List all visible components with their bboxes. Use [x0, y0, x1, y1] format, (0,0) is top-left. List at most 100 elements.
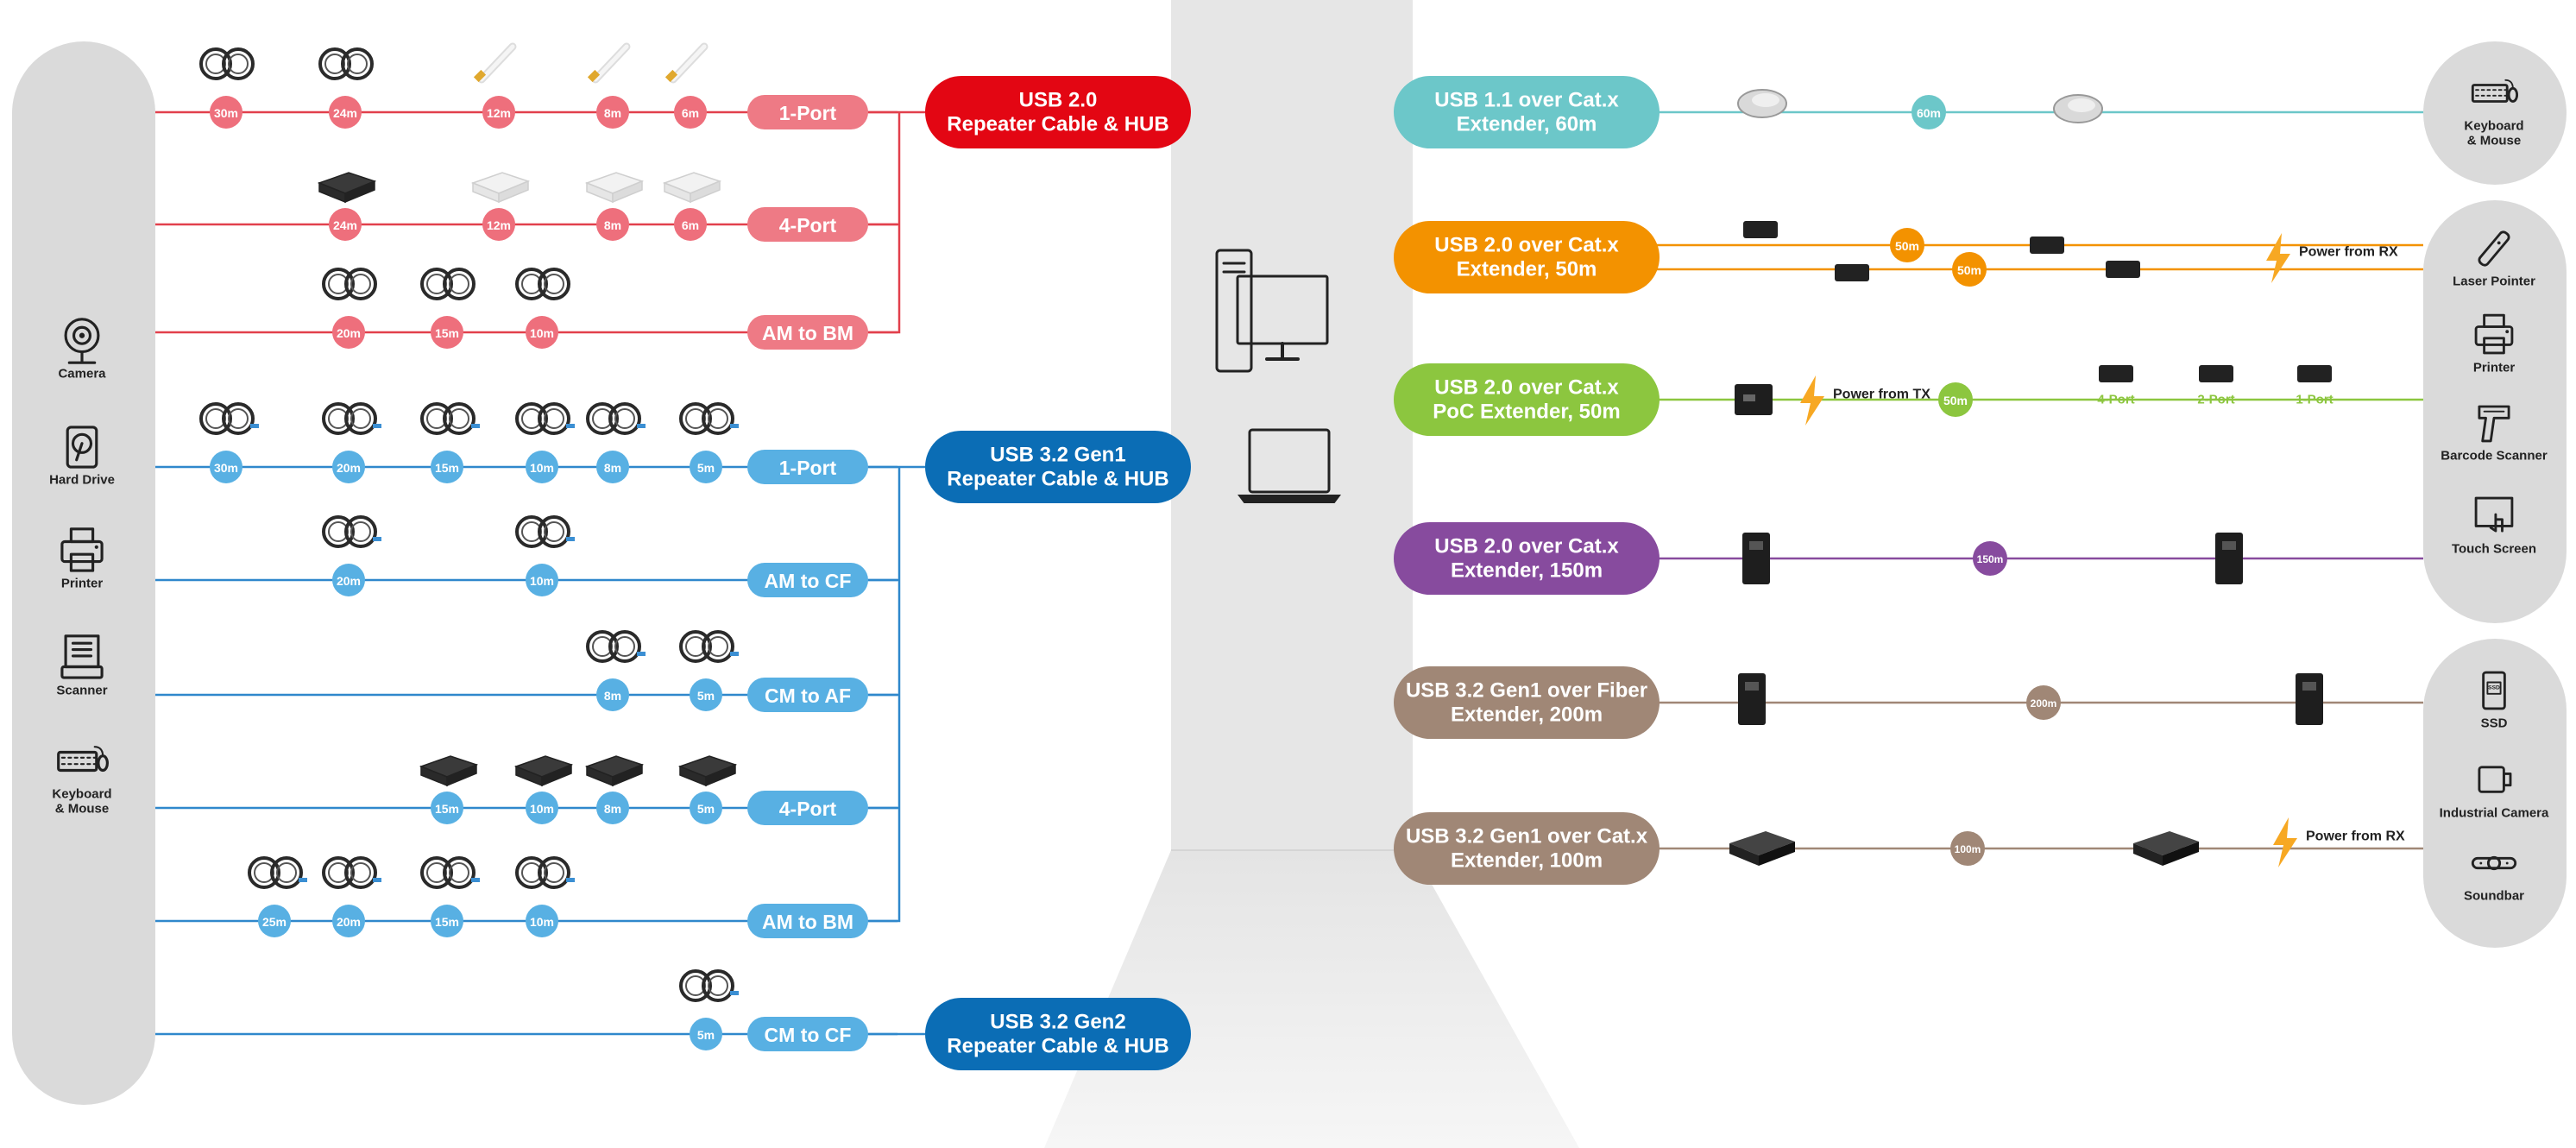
left-device-label: Hard Drive [49, 473, 115, 488]
distance-badge: 50m [1890, 228, 1924, 262]
length-badge: 8m [596, 208, 629, 241]
distance-badge: 60m [1912, 95, 1946, 129]
length-badge-text: 12m [487, 218, 511, 232]
length-badge-text: 30m [214, 461, 238, 475]
length-badge-text: 20m [337, 915, 361, 929]
length-badge-dot [596, 678, 629, 711]
extender-products [1743, 221, 2140, 281]
product-image [322, 268, 377, 300]
product-image [322, 856, 381, 889]
extender-title-line2: Extender, 100m [1451, 849, 1603, 873]
length-badge-dot [329, 96, 362, 129]
length-badge-text: 10m [530, 461, 554, 475]
cable-product [679, 630, 739, 663]
length-badge-dot [690, 1018, 722, 1050]
power-label: Power from RX [2299, 245, 2398, 260]
product-image [473, 42, 517, 84]
distance-badge: 50m [1952, 252, 1987, 287]
cable-type-pill-label: 4-Port [779, 214, 837, 237]
length-badge-dot [526, 451, 558, 483]
length-badge-dot [674, 208, 707, 241]
right-device-label-line: Touch Screen [2452, 542, 2536, 557]
length-badge: 20m [332, 905, 365, 937]
receiver-unit [2133, 831, 2199, 866]
length-badge-dot [596, 208, 629, 241]
distance-badge-dot [1912, 95, 1946, 129]
distance-badge-dot [1973, 541, 2007, 576]
length-badge-text: 15m [435, 326, 459, 340]
product-image [584, 172, 645, 204]
cable-type-pill-label: CM to CF [765, 1024, 852, 1046]
product-image [515, 856, 575, 889]
product-image [662, 172, 722, 204]
keyboard-mouse-icon [57, 746, 109, 773]
length-badge-dot [332, 905, 365, 937]
transmitter-unit [1743, 221, 1778, 238]
length-badge-text: 8m [604, 689, 621, 703]
cable-product [322, 515, 381, 548]
receiver-unit [2297, 365, 2332, 382]
length-badge: 10m [526, 792, 558, 824]
distance-badge-text: 100m [1955, 843, 1981, 855]
length-badge-dot [431, 451, 463, 483]
product-image [584, 755, 645, 787]
product-image [587, 42, 631, 84]
right-device-label-line: Industrial Camera [2440, 806, 2549, 821]
length-badge-dot [258, 905, 291, 937]
length-badge-text: 5m [697, 1028, 715, 1042]
left-device-scanner: Scanner [56, 634, 108, 698]
length-badge-text: 15m [435, 915, 459, 929]
family-title-line1: USB 3.2 Gen2 [990, 1011, 1125, 1034]
length-badge-text: 24m [333, 218, 357, 232]
length-badge-text: 20m [337, 326, 361, 340]
product-image [420, 402, 480, 435]
length-badge: 10m [526, 316, 558, 349]
right-device-label-line: Laser Pointer [2453, 274, 2535, 289]
cable-product [322, 856, 381, 889]
length-badge-dot [332, 316, 365, 349]
extender-title-bg [1394, 812, 1660, 885]
desktop-computer-icon [1215, 249, 1329, 373]
length-badge: 10m [526, 905, 558, 937]
length-badge: 5m [690, 792, 722, 824]
transmitter-unit [1835, 264, 1869, 281]
hub-product [513, 755, 574, 787]
length-badge: 5m [690, 678, 722, 711]
length-badge-dot [674, 96, 707, 129]
cable-product [420, 856, 480, 889]
cable-type-pill-bg [747, 1017, 868, 1051]
length-badge-dot [596, 792, 629, 824]
extender-title-line1: USB 2.0 over Cat.x [1434, 376, 1619, 400]
keyboard-mouse-icon [2471, 79, 2519, 103]
cable-product [679, 402, 739, 435]
cable-type-pill: 4-Port [747, 207, 868, 242]
transmitter-unit [1737, 89, 1787, 118]
family-title-bg [925, 431, 1191, 503]
left-device-printer: Printer [60, 527, 104, 591]
left-device-label-line: Printer [61, 577, 104, 591]
lightning-icon [2273, 817, 2297, 867]
length-badge: 12m [482, 208, 515, 241]
distance-badge-dot [1890, 228, 1924, 262]
family-title-line2: Repeater Cable & HUB [947, 1035, 1168, 1058]
right-device-label: SSD [2481, 716, 2508, 731]
right-device-printer: Printer [2473, 313, 2515, 375]
power-indicator: Power from RX [2266, 233, 2398, 283]
length-badge-dot [526, 905, 558, 937]
cable-type-pill: 4-Port [747, 791, 868, 825]
length-badge-dot [596, 451, 629, 483]
length-badge-text: 10m [530, 915, 554, 929]
right-device-soundbar: Soundbar [2464, 855, 2524, 904]
product-image [419, 755, 479, 787]
transmitter-unit [1735, 384, 1773, 415]
usb2-bracket [868, 110, 925, 334]
hub-product [584, 172, 645, 204]
lightning-icon [2266, 233, 2290, 283]
